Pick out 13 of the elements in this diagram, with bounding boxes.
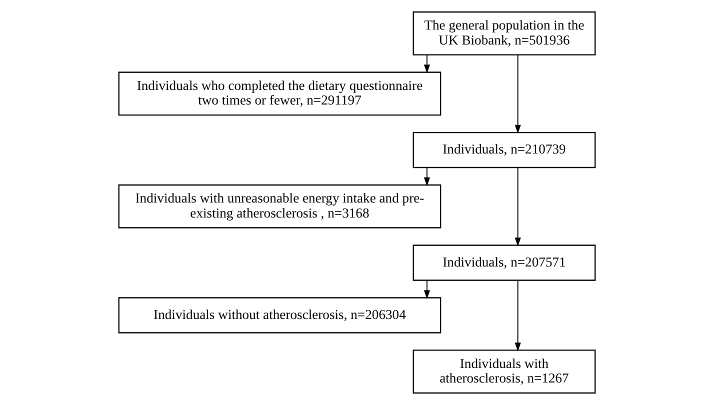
arrow bbox=[424, 167, 430, 186]
node-box: Individuals with atherosclerosis, n=1267 bbox=[412, 350, 596, 394]
node-box: Individuals who completed the dietary questionnaire two times or fewer, n=291197 bbox=[118, 72, 442, 116]
arrow bbox=[514, 280, 521, 352]
node-box: Individuals, n=207571 bbox=[412, 244, 596, 281]
node-box: Individuals with unreasonable energy intake and pre-existing atherosclerosis , n=3168 bbox=[118, 184, 442, 228]
arrow bbox=[514, 54, 521, 134]
arrow bbox=[424, 280, 430, 299]
node-box: Individuals, n=210739 bbox=[412, 132, 596, 168]
node-box: Individuals without atherosclerosis, n=206304 bbox=[118, 297, 442, 334]
arrow bbox=[514, 167, 521, 246]
arrow bbox=[424, 54, 430, 74]
node-box: The general population in the UK Biobank, n=501936 bbox=[412, 11, 596, 56]
